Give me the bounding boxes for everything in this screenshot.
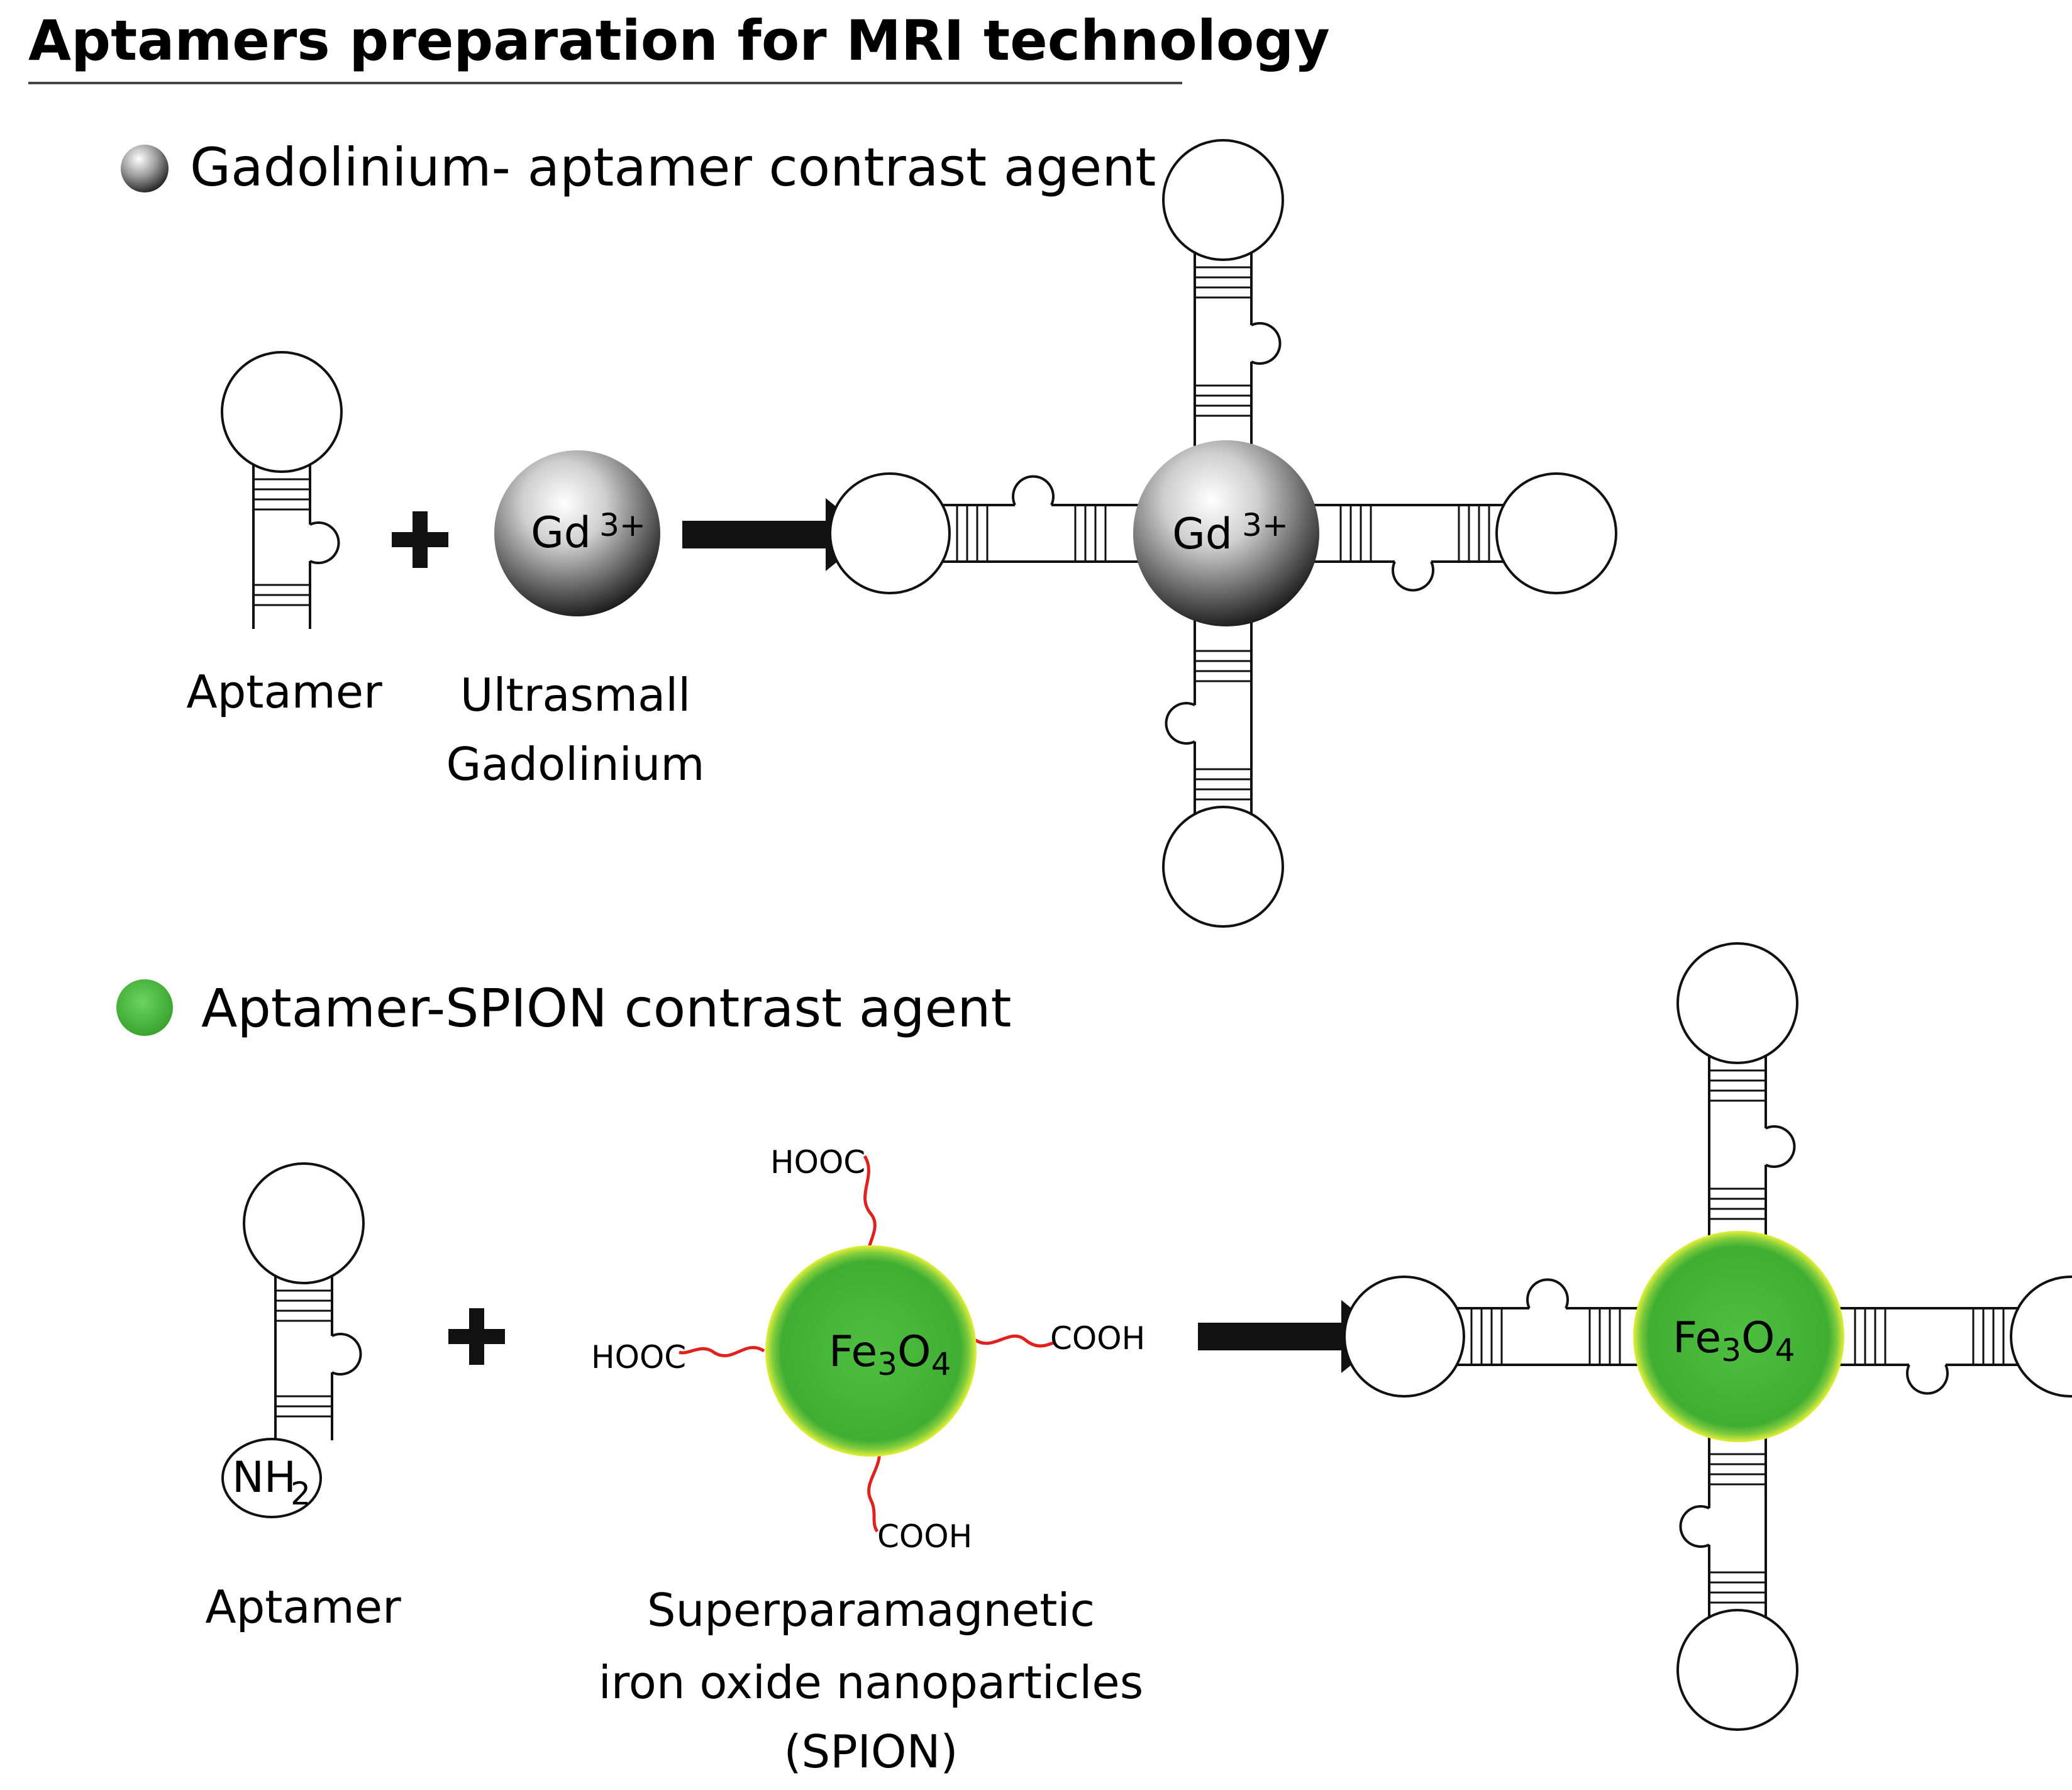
carboxyl-bottom-label: COOH — [877, 1518, 972, 1555]
gadolinium-symbol: Gd — [531, 508, 591, 558]
aptamer-label-spion: Aptamer — [205, 1581, 401, 1633]
amine-symbol: NH — [232, 1453, 296, 1503]
iron-oxide-formula: Fe3O4 — [829, 1327, 951, 1382]
gadolinium-caption-line-2: Gadolinium — [446, 738, 704, 791]
carboxyl-top-label: HOOC — [770, 1144, 865, 1181]
plus-sign-spion — [448, 1308, 505, 1365]
gadolinium-bullet-icon — [121, 145, 169, 192]
spion-caption-line-1: Superparamagnetic — [647, 1584, 1095, 1637]
section-heading-spion: Aptamer-SPION contrast agent — [201, 977, 1011, 1039]
product-gadolinium-symbol: Gd — [1172, 509, 1233, 559]
section-heading-gadolinium: Gadolinium- aptamer contrast agent — [190, 136, 1156, 198]
gadolinium-particle: Gd 3+ — [494, 450, 660, 616]
carboxyl-right-label: COOH — [1050, 1320, 1145, 1357]
spion-caption-line-2: iron oxide nanoparticles — [599, 1656, 1143, 1709]
gadolinium-caption-line-1: Ultrasmall — [460, 669, 690, 721]
product-iron-oxide-formula: Fe3O4 — [1673, 1313, 1795, 1369]
gadolinium-aptamer-product: Gd 3+ — [829, 139, 1617, 928]
spion-caption-line-3: (SPION) — [784, 1725, 958, 1778]
figure-title: Aptamers preparation for MRI technology — [28, 8, 1330, 73]
plus-sign-gadolinium — [392, 511, 448, 568]
amine-group — [221, 1438, 322, 1518]
linker-top — [863, 1155, 877, 1259]
aptamer-label-gadolinium: Aptamer — [186, 665, 382, 718]
spion-bullet-icon — [116, 979, 173, 1036]
aptamer-gadolinium-reactant — [221, 351, 343, 630]
linker-right — [973, 1334, 1054, 1348]
spion-particle: Fe3O4 — [679, 1155, 1054, 1533]
amine-subscript: 2 — [291, 1476, 311, 1512]
linker-left — [679, 1345, 765, 1358]
gadolinium-charge: 3+ — [599, 507, 646, 543]
linker-bottom — [867, 1443, 881, 1533]
spion-aptamer-product: Fe3O4 — [1343, 942, 2072, 1731]
product-gadolinium-charge: 3+ — [1242, 507, 1288, 543]
aptamer-spion-reactant: NH 2 — [221, 1162, 365, 1518]
carboxyl-left-label: HOOC — [591, 1339, 686, 1376]
